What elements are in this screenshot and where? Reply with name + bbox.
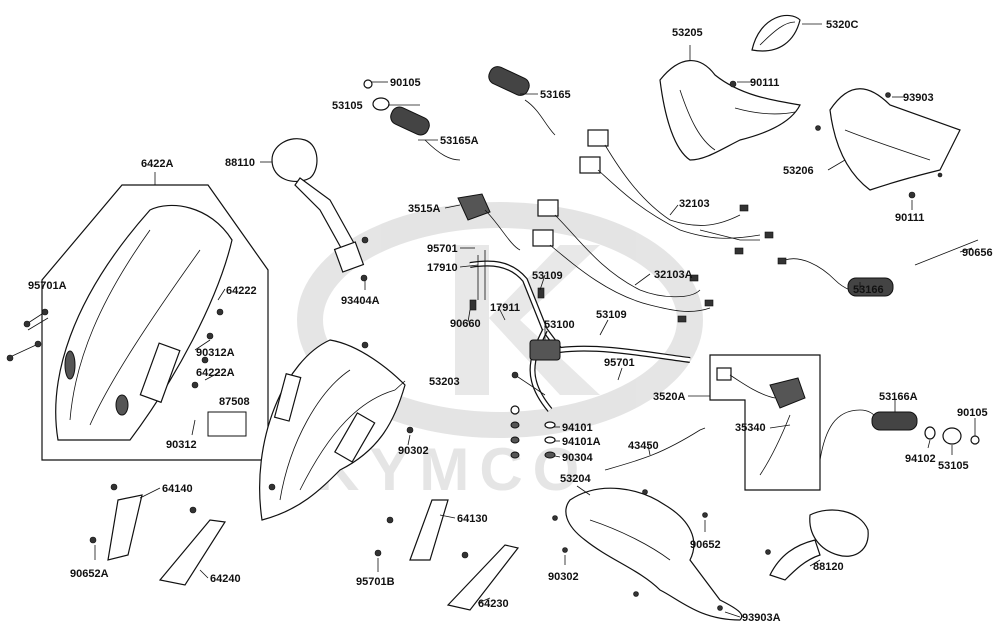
label-53204: 53204 xyxy=(560,473,591,485)
leader-lines xyxy=(41,23,976,618)
upper-cover-53205 xyxy=(659,60,801,161)
bracket-64230 xyxy=(446,544,520,611)
label-3515a: 3515A xyxy=(408,203,440,215)
label-53166a: 53166A xyxy=(879,391,918,403)
mirror-right-88120 xyxy=(765,509,869,581)
mirror-left-88110 xyxy=(271,138,369,282)
label-95701b: 95701B xyxy=(356,576,395,588)
switch-3515a xyxy=(457,193,521,251)
label-32103a: 32103A xyxy=(654,269,693,281)
label-5320c: 5320C xyxy=(826,19,858,31)
label-90111-upper: 90111 xyxy=(750,77,779,89)
label-90652a: 90652A xyxy=(70,568,109,580)
label-53166: 53166 xyxy=(853,284,884,296)
label-53203: 53203 xyxy=(429,376,460,388)
label-17911: 17911 xyxy=(490,302,520,314)
label-93404a: 93404A xyxy=(341,295,380,307)
cable-tie-90656 xyxy=(914,239,979,266)
cable-43450 xyxy=(604,427,706,471)
label-53105: 53105 xyxy=(332,100,363,112)
label-17910: 17910 xyxy=(427,262,458,274)
switch-3520a-box xyxy=(709,354,821,491)
grip-right-53166 xyxy=(777,257,894,297)
label-64230: 64230 xyxy=(478,598,509,610)
windscreen-group-6422a xyxy=(6,184,269,461)
label-35340: 35340 xyxy=(735,422,766,434)
label-90656: 90656 xyxy=(962,247,993,259)
handlebar-53100 xyxy=(469,250,691,412)
grip-left-53165a xyxy=(363,79,461,161)
label-64222: 64222 xyxy=(226,285,257,297)
label-93903a: 93903A xyxy=(742,612,781,624)
label-43450: 43450 xyxy=(628,440,659,452)
label-6422a: 6422A xyxy=(141,158,173,170)
label-87508: 87508 xyxy=(219,396,250,408)
label-64222a: 64222A xyxy=(196,367,235,379)
label-90312: 90312 xyxy=(166,439,197,451)
label-3520a: 3520A xyxy=(653,391,685,403)
bracket-64240 xyxy=(158,506,227,586)
nut-washer-stack xyxy=(510,405,556,459)
label-53109-upper: 53109 xyxy=(532,270,563,282)
wire-harness-32103 xyxy=(579,129,774,255)
label-95701-right: 95701 xyxy=(604,357,635,369)
label-94102: 94102 xyxy=(905,453,936,465)
wire-harness-32103a xyxy=(532,199,714,323)
grip-right-53166a xyxy=(819,409,980,461)
label-94101: 94101 xyxy=(562,422,593,434)
label-90105-right: 90105 xyxy=(957,407,988,419)
cap-5320c xyxy=(751,14,801,52)
label-90304: 90304 xyxy=(562,452,593,464)
label-90302-right: 90302 xyxy=(548,571,579,583)
label-64240: 64240 xyxy=(210,573,241,585)
label-95701: 95701 xyxy=(427,243,458,255)
label-53109-lower: 53109 xyxy=(596,309,627,321)
label-90312a: 90312A xyxy=(196,347,235,359)
inner-panel-53206 xyxy=(729,80,961,199)
bracket-64130 xyxy=(374,499,449,561)
label-88120: 88120 xyxy=(813,561,844,573)
label-90652: 90652 xyxy=(690,539,721,551)
grip-53165 xyxy=(488,66,556,136)
label-95701a: 95701A xyxy=(28,280,67,292)
label-90302-left: 90302 xyxy=(398,445,429,457)
lower-cover-53204 xyxy=(552,487,743,621)
sticker-87508 xyxy=(207,411,247,437)
label-94101a: 94101A xyxy=(562,436,601,448)
label-64140: 64140 xyxy=(162,483,193,495)
part-labels: 90105 53105 53165 53165A 53205 5320C 901… xyxy=(28,19,993,624)
label-53206: 53206 xyxy=(783,165,814,177)
label-53105-right: 53105 xyxy=(938,460,969,472)
bracket-64140 xyxy=(89,483,143,561)
label-53165a: 53165A xyxy=(440,135,479,147)
label-64130: 64130 xyxy=(457,513,488,525)
label-53205: 53205 xyxy=(672,27,703,39)
label-93903: 93903 xyxy=(903,92,934,104)
front-cover-53203 xyxy=(259,339,414,521)
label-32103: 32103 xyxy=(679,198,710,210)
label-90111-lower: 90111 xyxy=(895,212,924,224)
label-90660: 90660 xyxy=(450,318,481,330)
label-90105: 90105 xyxy=(390,77,421,89)
label-53165: 53165 xyxy=(540,89,571,101)
label-53100: 53100 xyxy=(544,319,575,331)
label-88110: 88110 xyxy=(225,157,255,169)
